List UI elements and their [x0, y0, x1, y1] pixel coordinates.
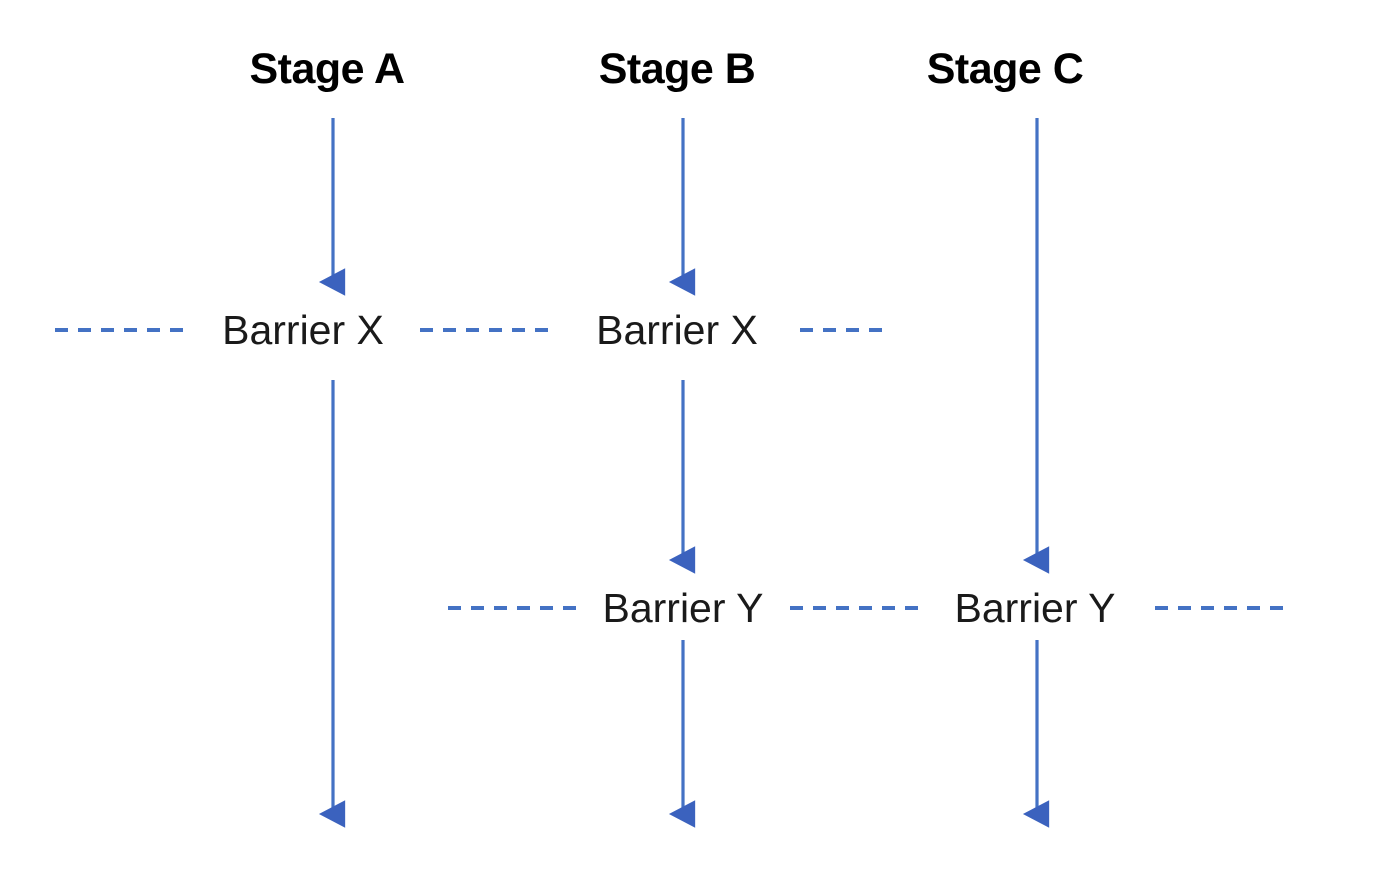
barrier-label-3: Barrier Y	[602, 584, 764, 631]
stage-header-3: Stage C	[926, 45, 1084, 93]
barrier-label-2: Barrier X	[596, 306, 758, 353]
barrier-label-1: Barrier X	[222, 306, 384, 353]
arrow-layer	[318, 118, 1050, 828]
stage-header-2: Stage B	[598, 45, 756, 93]
barrier-label-4: Barrier Y	[954, 584, 1116, 631]
stage-header-1: Stage A	[249, 45, 406, 93]
dashed-connector-layer	[55, 328, 1285, 610]
